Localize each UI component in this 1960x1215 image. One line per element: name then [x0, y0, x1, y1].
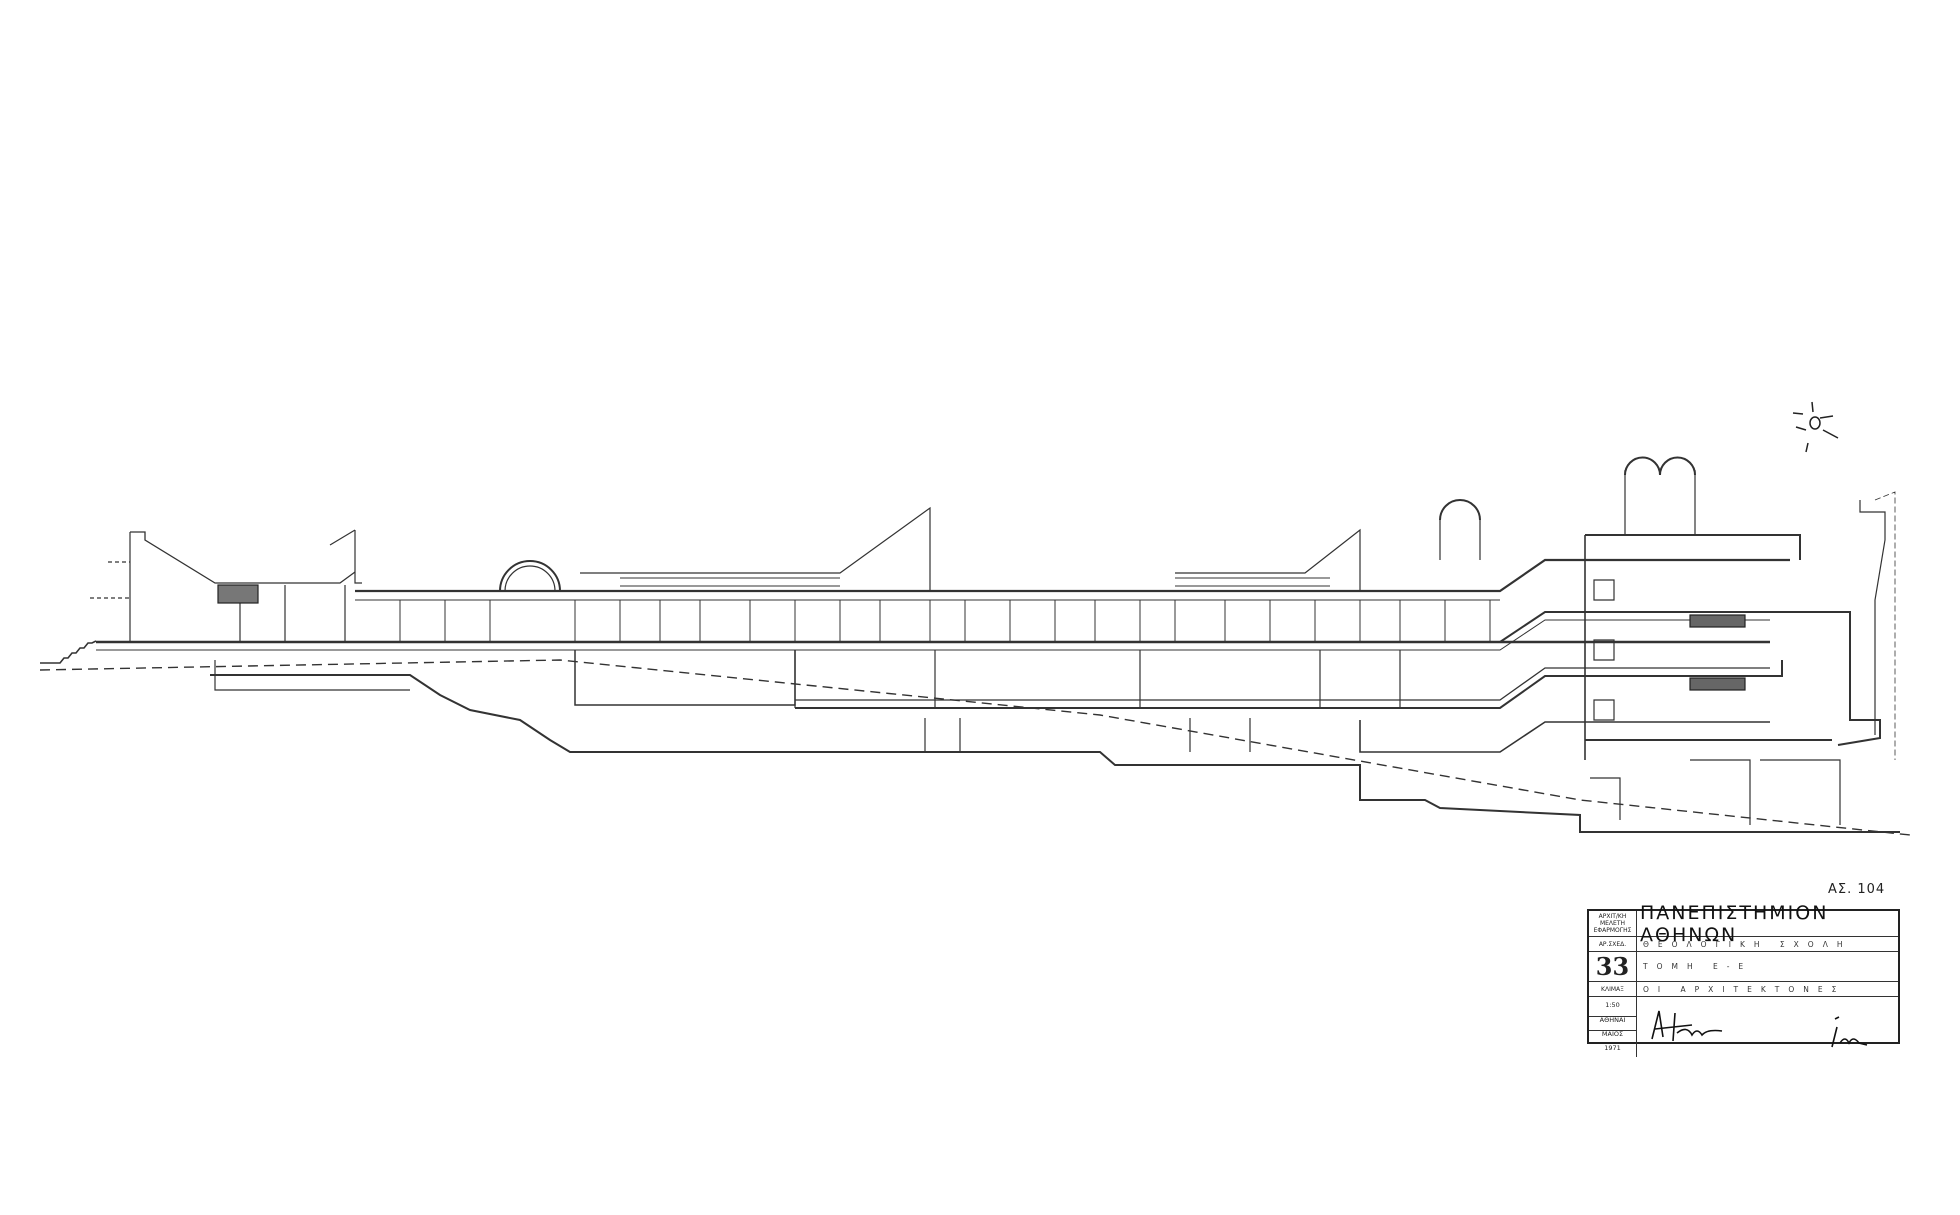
title-block-scale: 1:50	[1605, 1001, 1620, 1010]
title-block-label-phase: ΑΡΧΙΤ/ΚΗ ΜΕΛΕΤΗ ΕΦΑΡΜΟΓΗΣ	[1589, 911, 1637, 937]
title-block-label-drawing-no: ΑΡ.ΣΧΕΔ.	[1589, 937, 1637, 952]
title-block-section-name: ΤΟΜΗ Ε-Ε	[1637, 952, 1898, 982]
title-block-client: ΠΑΝΕΠΙΣΤΗΜΙΟΝ ΑΘΗΝΩΝ	[1637, 902, 1898, 946]
sun-icon	[1792, 401, 1839, 453]
signature-area	[1637, 997, 1898, 1057]
title-block-project: ΘΕΟΛΟΓΙΚΗ ΣΧΟΛΗ	[1637, 937, 1898, 952]
signature-icon	[1651, 1010, 1868, 1048]
title-block-label-scale: ΚΛΙΜΑΞ	[1589, 982, 1637, 997]
title-block-meta: 1:50 ΑΘΗΝΑΙ ΜΑΙΟΣ 1971	[1589, 997, 1637, 1057]
title-block-architects: ΟΙ ΑΡΧΙΤΕΚΤΟΝΕΣ	[1637, 982, 1898, 997]
title-block-place: ΑΘΗΝΑΙ	[1589, 1015, 1636, 1024]
sheet-number: ΑΣ. 104	[1828, 882, 1886, 897]
title-block: ΑΡΧΙΤ/ΚΗ ΜΕΛΕΤΗ ΕΦΑΡΜΟΓΗΣ ΠΑΝΕΠΙΣΤΗΜΙΟΝ …	[1587, 902, 1900, 1057]
title-block-drawing-number: 33	[1589, 952, 1637, 982]
ground-line	[39, 659, 1911, 836]
title-block-year: 1971	[1604, 1043, 1621, 1052]
title-block-month: ΜΑΙΟΣ	[1589, 1030, 1636, 1038]
